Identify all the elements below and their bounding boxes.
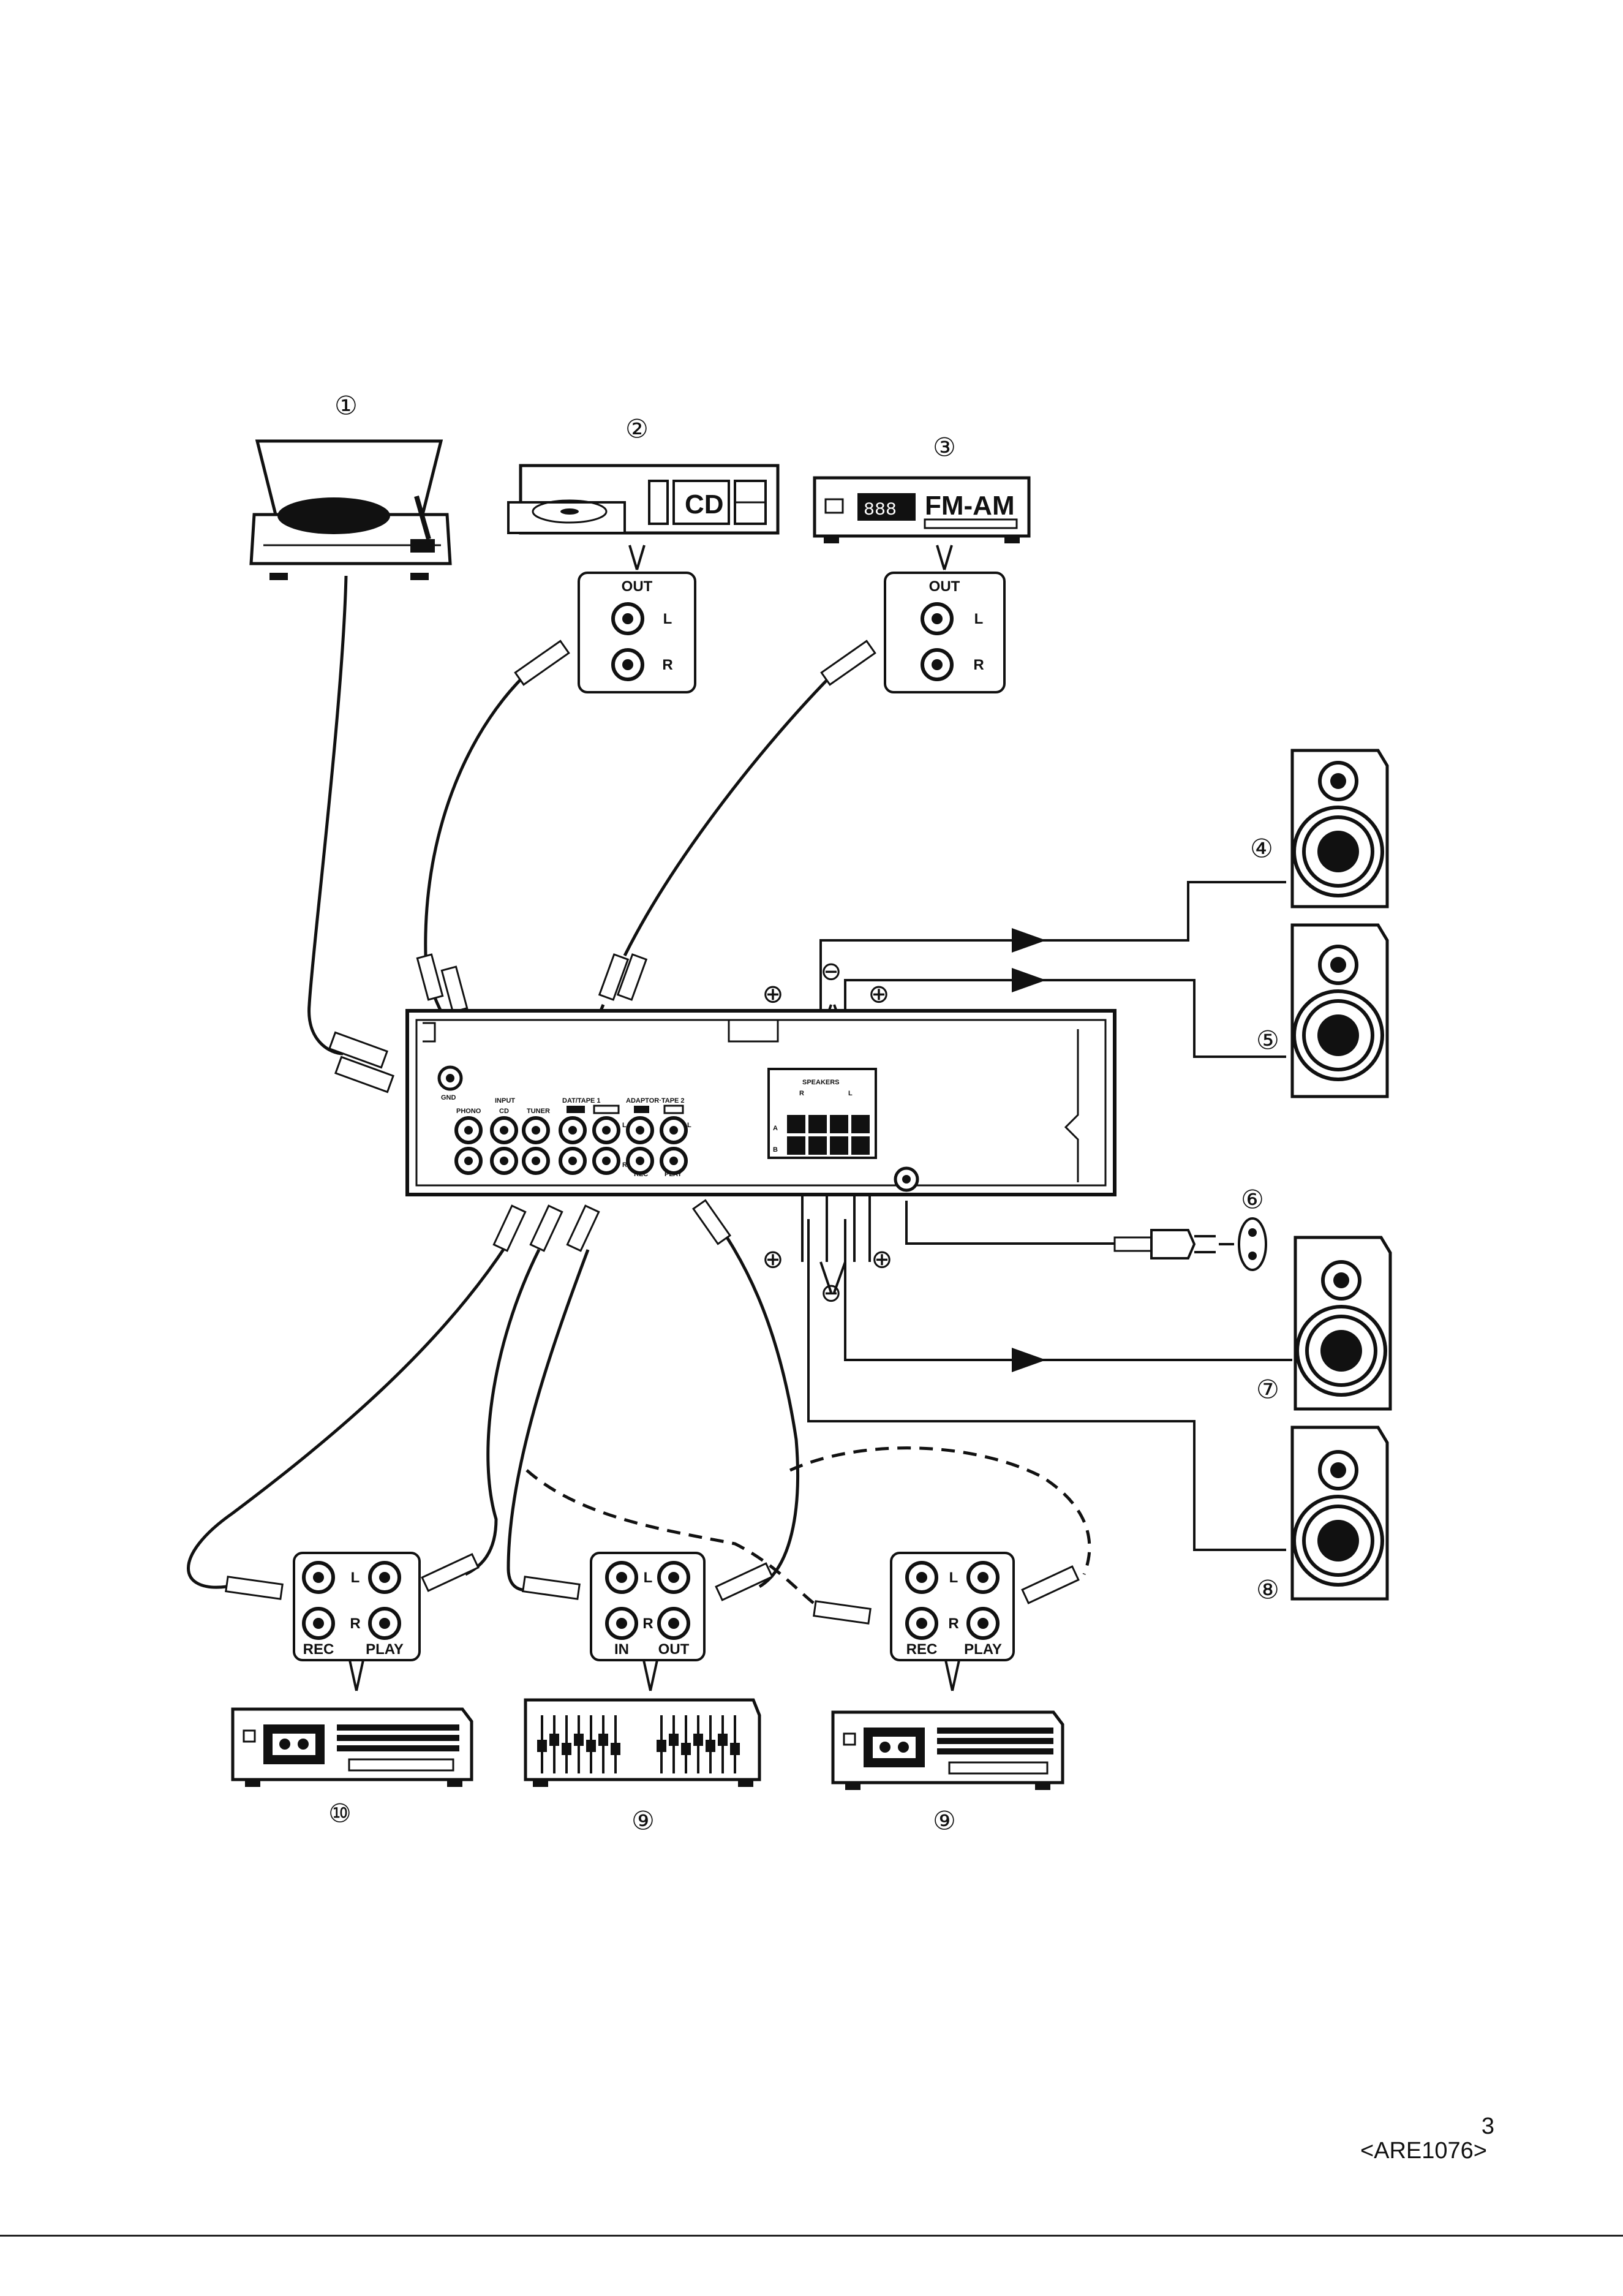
wire-speaker-b-right (844, 1219, 1046, 1372)
footer-rule (0, 2235, 1623, 2237)
svg-text:R: R (642, 1615, 653, 1632)
amp-l-label-2: L (687, 1122, 691, 1129)
amp-rca-jacks (454, 1116, 688, 1175)
callout-cd-player: ② (625, 415, 649, 444)
amp-l-label: L (622, 1122, 627, 1129)
tape-deck-1: ⑩ (231, 1707, 473, 1828)
tape1-jack-box: L R REC PLAY (293, 1552, 421, 1691)
platter (277, 497, 390, 534)
amp-cd-label: CD (499, 1108, 509, 1115)
tape1-play-caption: PLAY (366, 1641, 404, 1658)
cd-jack-l: L (663, 611, 672, 627)
svg-text:L: L (644, 1569, 653, 1586)
cable-turntable-phono (307, 575, 348, 1055)
equalizer: ⑨ (524, 1698, 761, 1835)
tuner-jack-l: L (974, 611, 984, 627)
amp-speaker-a-label: A (773, 1125, 778, 1132)
wire-speaker-a-right (819, 928, 1046, 1035)
document-code: <ARE1076> (1360, 2138, 1487, 2164)
tuner-jack-box: OUT L R (884, 545, 1006, 693)
speaker-terminal-block: SPEAKERS R L A B (767, 1068, 877, 1159)
amp-speakers-label: SPEAKERS (802, 1079, 840, 1086)
turntable: ① (249, 391, 452, 580)
cable-tuner-amp (623, 667, 840, 957)
plus-b-left: ⊕ (762, 1245, 783, 1274)
polarity-marks: ⊕ ⊖ ⊕ ⊕ ⊖ ⊕ (762, 957, 892, 1307)
tape-deck-2: ⑨ (831, 1710, 1064, 1835)
cd-jack-r: R (662, 657, 672, 673)
callout-power-plug: ⑥ (1241, 1185, 1264, 1214)
callout-tuner: ③ (933, 433, 956, 462)
callout-tape-deck-1: ⑩ (328, 1799, 352, 1828)
minus-a: ⊖ (820, 957, 842, 986)
cd-jack-box: OUT L R (578, 545, 696, 693)
amp-phono-label: PHONO (456, 1108, 481, 1115)
cable-eq-in (506, 1249, 590, 1592)
cd-jack-title: OUT (622, 578, 653, 595)
amp-adaptor-tape2-label: ADAPTOR·TAPE 2 (626, 1097, 685, 1105)
cable-eq-out (709, 1212, 799, 1588)
plus-a-left: ⊕ (762, 980, 783, 1008)
callout-speaker-a-right: ④ (1250, 834, 1273, 863)
amplifier-rear-panel: GND PHONO INPUT CD TUNER DAT/TAPE 1 ADAP… (405, 1009, 1117, 1196)
minus-b: ⊖ (820, 1278, 842, 1307)
power-cord (905, 1201, 1115, 1245)
callout-speaker-b-left: ⑧ (1256, 1576, 1279, 1604)
amp-speaker-r-label: R (799, 1090, 804, 1097)
page-number: 3 (1481, 2113, 1494, 2139)
tuner-readout: 888 (864, 500, 897, 521)
cable-tape2-rec-dashed (525, 1469, 827, 1613)
speaker-b-right: ⑦ (1256, 1236, 1392, 1411)
callout-turntable: ① (334, 391, 358, 420)
tape2-jack-l: L (949, 1569, 958, 1586)
amp-tuner-label: TUNER (527, 1108, 550, 1115)
power-plug: ⑥ (1113, 1185, 1267, 1271)
cable-tape1-rec (187, 1236, 513, 1589)
amp-gnd-label: GND (441, 1094, 456, 1101)
speakers: ④ ⑤ ⑦ ⑧ (1250, 749, 1392, 1604)
amp-r-label: R (622, 1161, 627, 1169)
speaker-a-left: ⑤ (1256, 923, 1389, 1098)
rca-plugs (225, 640, 1080, 1625)
amp-speaker-b-label: B (773, 1146, 778, 1154)
tape1-rec-caption: REC (303, 1641, 334, 1658)
speaker-a-right: ④ (1250, 749, 1389, 908)
tuner-display-label: FM-AM (925, 491, 1015, 521)
tape2-rec-caption: REC (906, 1641, 938, 1658)
callout-equalizer: ⑨ (631, 1807, 655, 1835)
plus-a-right: ⊕ (868, 980, 889, 1008)
callout-speaker-a-left: ⑤ (1256, 1026, 1279, 1055)
eq-out-caption: OUT (658, 1641, 690, 1658)
callout-speaker-b-right: ⑦ (1256, 1375, 1279, 1404)
eq-jack-box: L R IN OUT (590, 1552, 706, 1691)
tuner: ③ 888 FM-AM (813, 433, 1031, 543)
amp-speaker-l-label: L (848, 1090, 853, 1097)
eq-in-caption: IN (614, 1641, 629, 1658)
cd-player: ② CD (507, 415, 780, 535)
wire-speaker-b-left (807, 1219, 1286, 1551)
amp-dat-tape1-label: DAT/TAPE 1 (562, 1097, 601, 1105)
callout-tape-deck-2: ⑨ (933, 1807, 956, 1835)
tape2-jack-r: R (948, 1615, 958, 1632)
power-outlet-icon (1238, 1217, 1267, 1271)
plus-b-right: ⊕ (871, 1245, 892, 1274)
cd-display-label: CD (685, 489, 724, 519)
tape1-jack-r: R (350, 1615, 360, 1632)
cable-tape1-play (464, 1248, 541, 1576)
tape2-play-caption: PLAY (964, 1641, 1002, 1658)
cable-tape2-play-dashed (789, 1446, 1091, 1575)
tuner-jack-title: OUT (929, 578, 960, 595)
speaker-b-left: ⑧ (1256, 1426, 1389, 1604)
tape1-jack-l: L (351, 1569, 360, 1586)
tuner-jack-r: R (973, 657, 984, 673)
amp-input-label: INPUT (495, 1097, 515, 1105)
tape2-jack-box: L R REC PLAY (890, 1552, 1015, 1691)
